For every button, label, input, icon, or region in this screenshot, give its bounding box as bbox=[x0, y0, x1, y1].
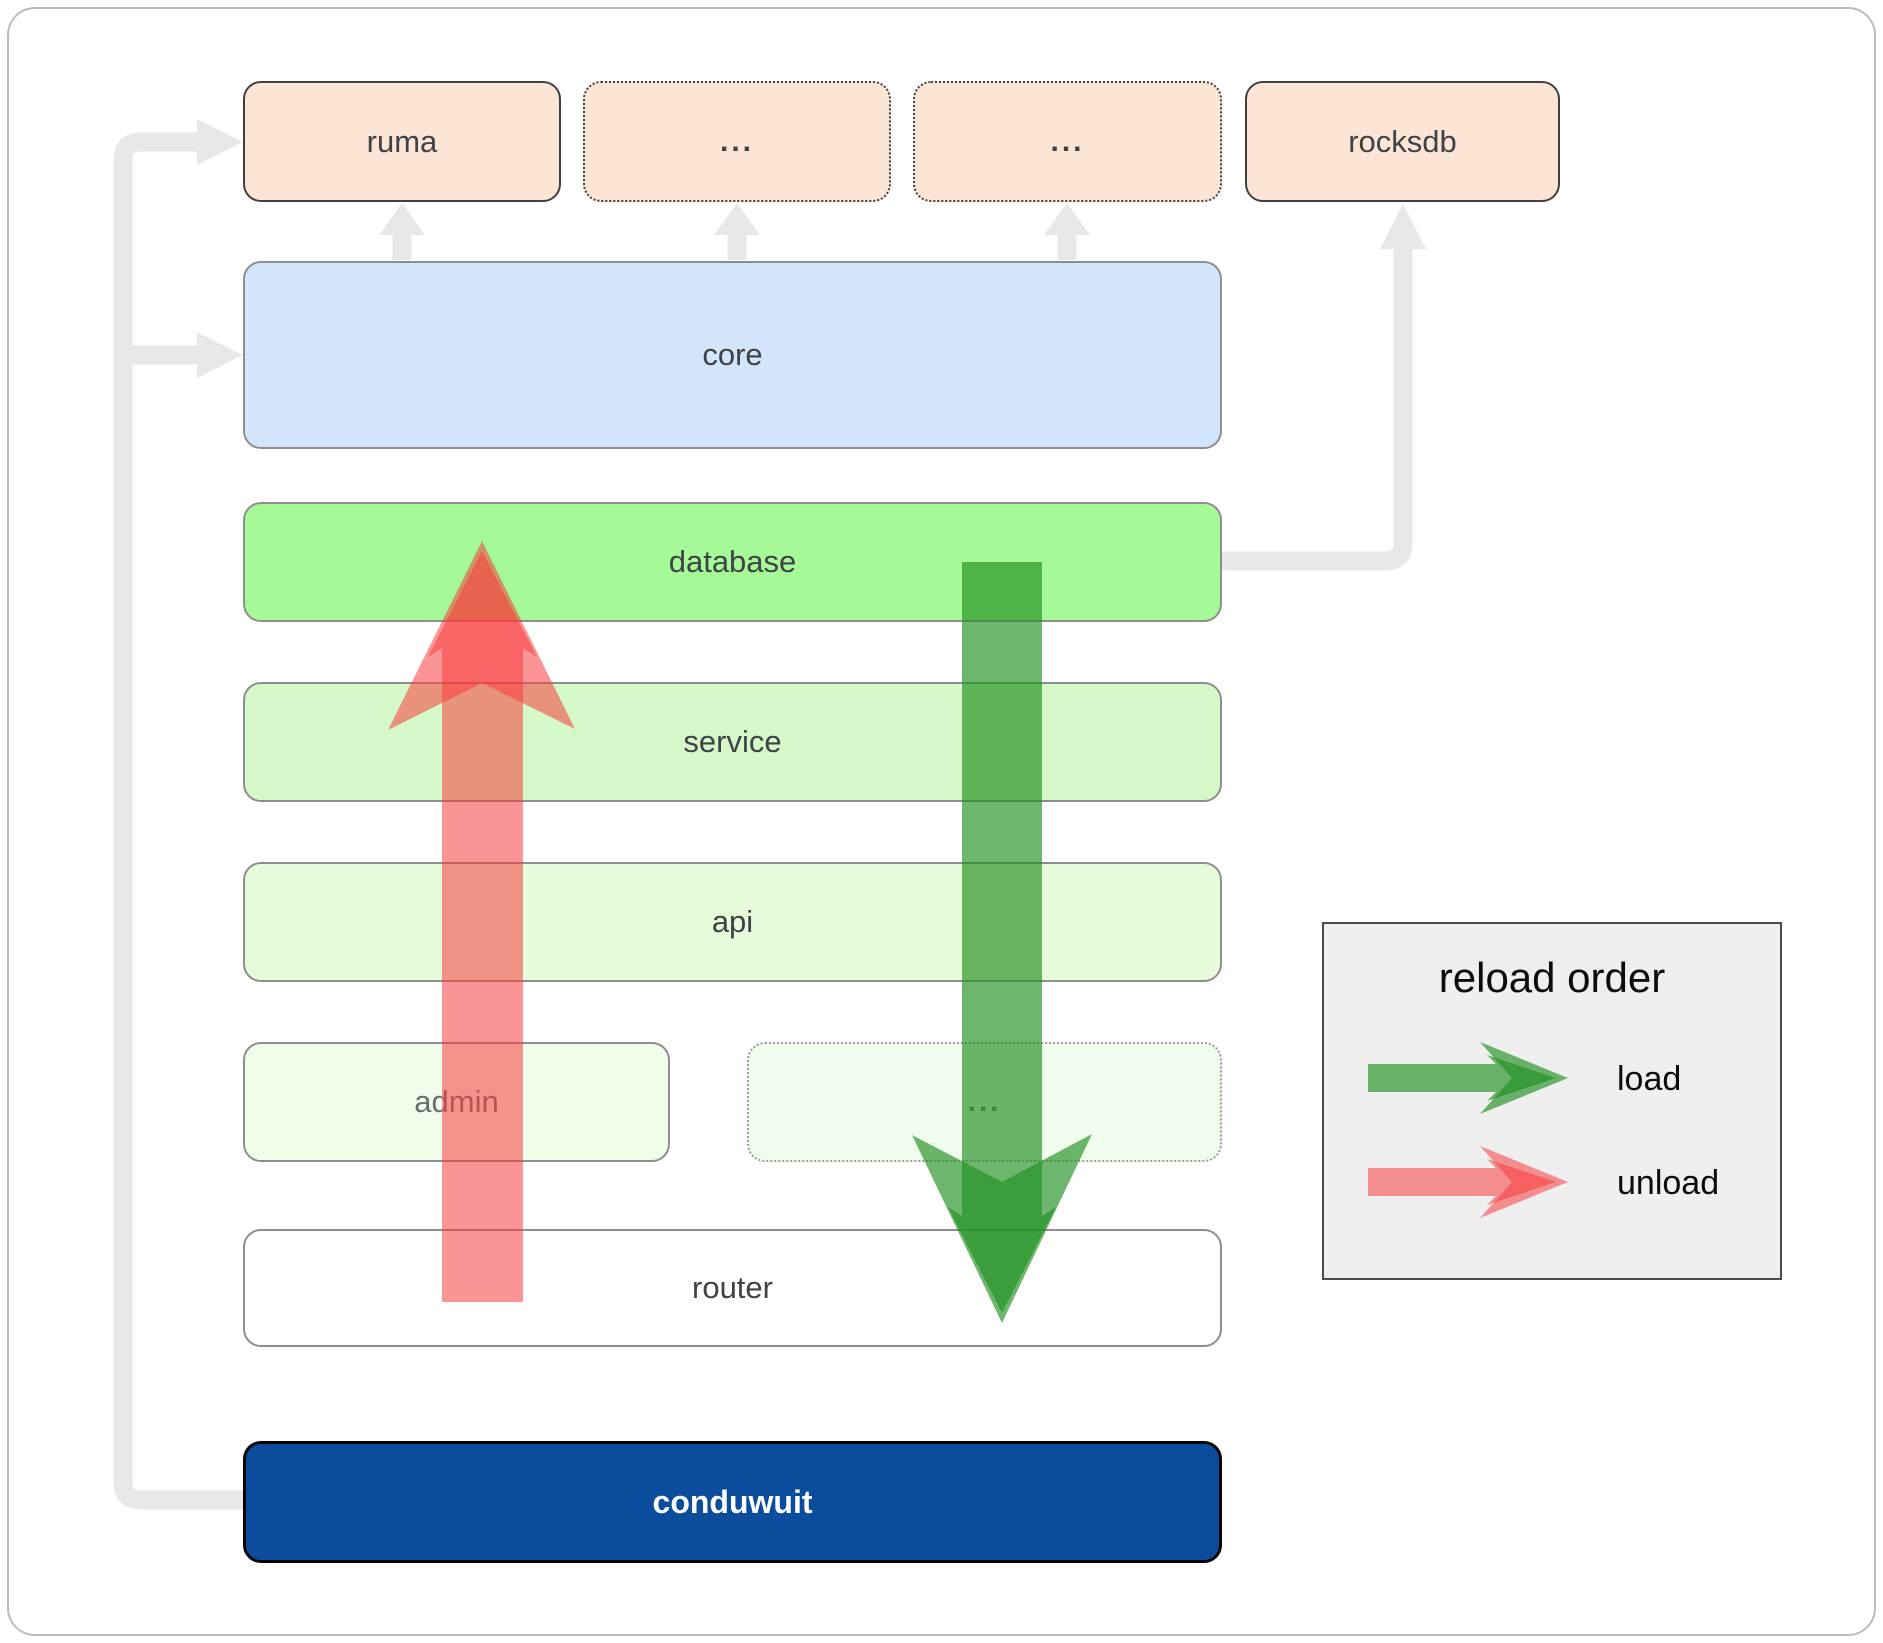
node-ellipsis-1: ... bbox=[583, 81, 891, 202]
node-conduwuit-label: conduwuit bbox=[652, 1483, 813, 1520]
node-service: service bbox=[243, 682, 1222, 802]
node-database: database bbox=[243, 502, 1222, 622]
diagram-border bbox=[7, 7, 1876, 1636]
legend-reload-order: reload order load unload bbox=[1322, 922, 1782, 1280]
node-admin-ellipsis: ... bbox=[747, 1042, 1222, 1162]
node-router-label: router bbox=[692, 1270, 773, 1305]
node-admin-label: admin bbox=[414, 1084, 499, 1119]
node-api: api bbox=[243, 862, 1222, 982]
legend-unload-label: unload bbox=[1617, 1164, 1720, 1202]
node-router: router bbox=[243, 1229, 1222, 1347]
node-ruma: ruma bbox=[243, 81, 561, 202]
node-ruma-label: ruma bbox=[366, 123, 438, 159]
node-database-label: database bbox=[668, 544, 797, 579]
node-service-label: service bbox=[683, 724, 782, 759]
legend-title: reload order bbox=[1438, 954, 1666, 1001]
node-core: core bbox=[243, 261, 1222, 449]
node-core-label: core bbox=[702, 337, 763, 372]
node-conduwuit: conduwuit bbox=[243, 1441, 1222, 1563]
node-ellipsis-1-label: ... bbox=[719, 124, 754, 158]
node-admin: admin bbox=[243, 1042, 670, 1162]
legend-load-label: load bbox=[1617, 1060, 1682, 1098]
node-admin-ellipsis-label: ... bbox=[967, 1085, 1002, 1118]
node-ellipsis-2: ... bbox=[913, 81, 1222, 202]
node-rocksdb-label: rocksdb bbox=[1348, 123, 1457, 159]
node-api-label: api bbox=[711, 904, 754, 939]
node-rocksdb: rocksdb bbox=[1245, 81, 1560, 202]
node-ellipsis-2-label: ... bbox=[1050, 124, 1085, 158]
